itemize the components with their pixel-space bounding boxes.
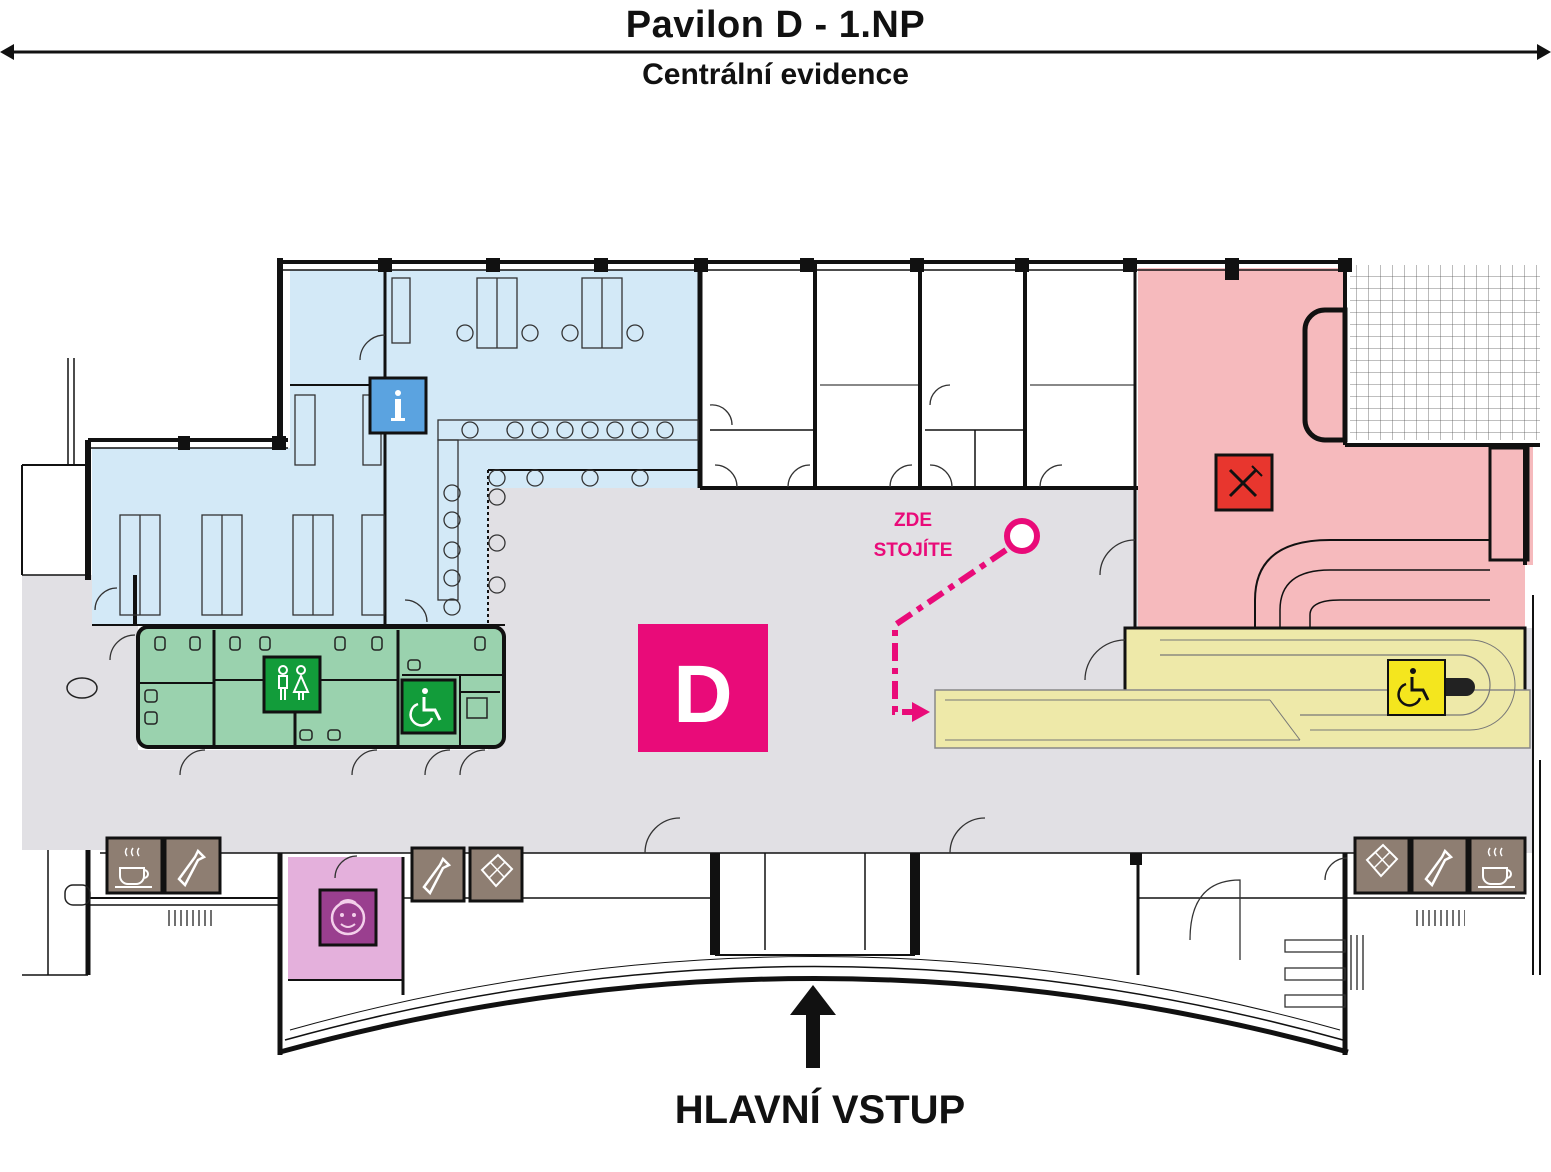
you-are-here-line-2: STOJÍTE [874,539,953,561]
coffee-icon [105,836,164,895]
map-subtitle: Centrální evidence [642,58,909,91]
pavilion-letter: D [673,649,732,740]
main-entrance-label: HLAVNÍ VSTUP [674,1088,966,1132]
you-are-here-line-1: ZDE [894,510,932,531]
title-arrow [0,44,1551,60]
stairs-left [165,910,215,926]
terrace [1350,265,1540,440]
bottle-icon [1410,836,1469,895]
route-path [892,547,1008,715]
baby-changing-icon [318,888,378,947]
info-icon [368,376,428,435]
coffee-icon [1468,836,1527,895]
toilet-fixtures [144,636,488,741]
vending-middle [410,846,524,903]
you-are-here: ZDE STOJÍTE [874,510,1040,722]
chocolate-icon [468,846,524,903]
door-swings [94,334,1348,1008]
toilets-icon [262,655,322,714]
waiting-furniture [119,277,699,616]
entrance-arrow [790,985,836,1068]
fork-knife-icon [1214,453,1274,512]
map-title: Pavilon D - 1.NP [625,4,926,46]
bottle-icon [410,846,466,903]
vending-left [105,836,222,895]
chocolate-icon [1353,836,1411,895]
ramp-area [934,626,1531,749]
stairs-right [1415,910,1465,926]
you-are-here-marker [1004,518,1040,554]
wheelchair-icon [400,678,457,735]
walls [21,258,1541,1055]
bottle-icon [163,836,222,895]
waiting-area [92,270,700,625]
vending-right [1353,836,1527,895]
pavilion-marker: D [638,624,768,752]
restaurant-area [1138,268,1533,628]
ramp-wheelchair-icon [1387,659,1446,716]
